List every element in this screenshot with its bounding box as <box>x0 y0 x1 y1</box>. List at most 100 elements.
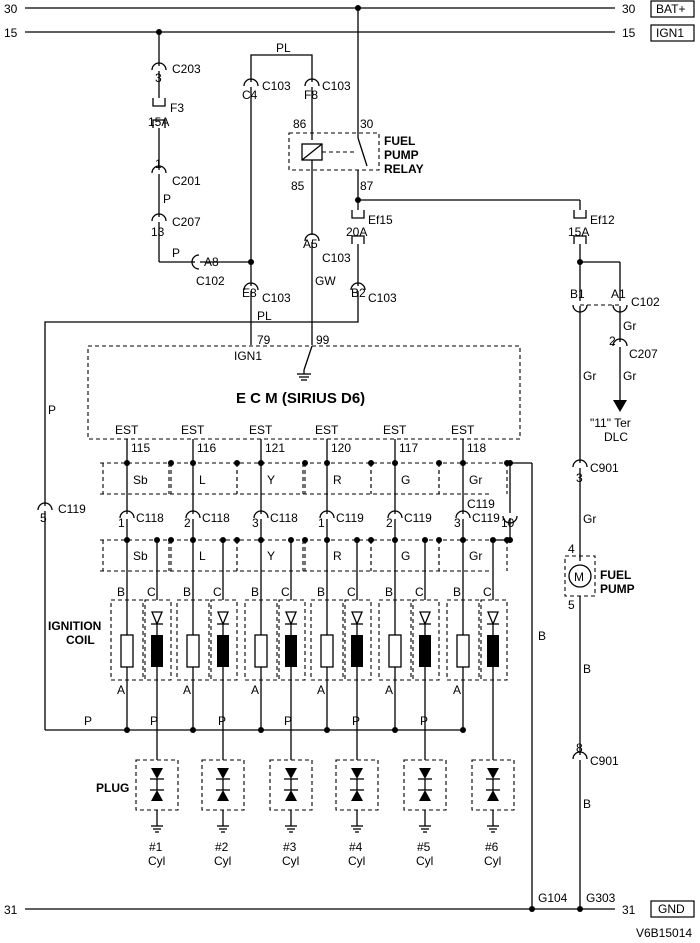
ignition-label-1: IGNITION <box>48 619 101 633</box>
wire-p-label-1: P <box>163 192 171 206</box>
wire-color-a-4: R <box>333 473 342 487</box>
wire-p-coil-6: P <box>420 714 428 728</box>
c102-b1: B1 <box>570 287 585 301</box>
bat-rail-num-right: 30 <box>622 2 636 16</box>
c207-label: C207 <box>172 215 201 229</box>
a5-conn: C103 <box>322 251 351 265</box>
relay-label-2: PUMP <box>384 148 419 162</box>
pump-pin4: 4 <box>568 542 575 556</box>
dlc-label-2: DLC <box>604 430 628 444</box>
g303-label: G303 <box>586 891 616 905</box>
c207-pin: 13 <box>151 225 165 239</box>
dlc-label-1: "11" Ter <box>590 416 631 430</box>
est-label-1: EST <box>115 423 139 437</box>
relay-label-1: FUEL <box>384 134 415 148</box>
f8-conn: C103 <box>322 79 351 93</box>
ign-rail: 15 15 IGN1 <box>4 24 695 42</box>
section-labels: IGNITION COIL PLUG <box>48 619 129 795</box>
conn-pin-1: 1 <box>118 516 125 530</box>
ecm-pin99: 99 <box>316 333 330 347</box>
coil-pin-b-1: B <box>117 585 125 599</box>
ign-rail-num-right: 15 <box>622 26 636 40</box>
conn-pin-5: 2 <box>386 516 393 530</box>
c119-right-label: C119 <box>467 497 495 511</box>
fuse-f3-amp: 15A <box>148 115 169 129</box>
wire-b-ground: B <box>538 629 546 643</box>
wire-gw-label: GW <box>315 274 336 288</box>
ign-feed-chain: 3 C203 F3 15A 1 C201 P C207 13 P A8 C102 <box>148 32 254 288</box>
e8-conn: C103 <box>262 291 291 305</box>
wire-color-a-5: G <box>401 473 410 487</box>
coil-pin-a-1: A <box>117 683 125 697</box>
cyl-word-1: Cyl <box>148 854 165 868</box>
wire-p-coil-3: P <box>218 714 226 728</box>
fuse-f3-label: F3 <box>170 101 184 115</box>
cyl-number-4: #4 <box>349 840 363 854</box>
bat-rail: 30 30 BAT+ <box>4 0 695 18</box>
wire-b-pump-2: B <box>583 797 591 811</box>
fuel-pump-relay: 86 85 30 87 FUEL PUMP RELAY <box>288 8 424 235</box>
c203-label: C203 <box>172 62 201 76</box>
wire-color-b-5: G <box>401 549 410 563</box>
gnd-rail-label: GND <box>658 902 685 916</box>
ecm-pin79: 79 <box>257 333 271 347</box>
pl-loop: PL C4 C103 F8 C103 <box>242 41 351 286</box>
est-label-2: EST <box>181 423 205 437</box>
fuel-pump-branch: Gr 3 C901 Gr M 4 5 FUEL PUMP B 8 C901 B <box>564 306 635 909</box>
wire-p-label-left: P <box>48 403 56 417</box>
relay-pin85: 85 <box>291 179 305 193</box>
ecm-title: E C M (SIRIUS D6) <box>236 390 365 407</box>
wire-p-coil-1: P <box>84 714 92 728</box>
relay-output: Ef15 20A B2 C103 Ef12 15A <box>44 199 621 506</box>
est-label-6: EST <box>451 423 475 437</box>
c901-bot-pin: 8 <box>576 741 583 755</box>
wire-color-a-1: Sb <box>133 473 148 487</box>
cyl-number-2: #2 <box>215 840 229 854</box>
c901-bot-label: C901 <box>590 754 619 768</box>
bat-rail-num-left: 30 <box>4 2 18 16</box>
ecm-module: IGN1 E C M (SIRIUS D6) <box>87 345 521 440</box>
coil-pin-a-3: A <box>251 683 259 697</box>
cyl-word-3: Cyl <box>282 854 299 868</box>
ecm-inputs: A5 C103 GW E8 C103 PL 79 99 <box>242 233 351 347</box>
est-pin-3: 121 <box>265 441 285 455</box>
wire-color-b-1: Sb <box>133 549 148 563</box>
ecm-ign1-label: IGN1 <box>234 349 262 363</box>
wire-color-a-3: Y <box>267 473 275 487</box>
bat-rail-label: BAT+ <box>656 2 685 16</box>
c4-pin: C4 <box>242 88 258 102</box>
coil-pin-c-4: C <box>347 585 356 599</box>
coil-pin-c-3: C <box>281 585 290 599</box>
wire-color-b-6: Gr <box>469 549 482 563</box>
cyl-number-5: #5 <box>417 840 431 854</box>
coil-pin-a-4: A <box>317 683 325 697</box>
figure-id: V6B15014 <box>636 926 692 940</box>
coil-pin-b-5: B <box>385 585 393 599</box>
coil-pin-b-4: B <box>317 585 325 599</box>
c102-right-label: C102 <box>631 295 660 309</box>
coil-pin-b-3: B <box>251 585 259 599</box>
wire-color-a-2: L <box>199 473 206 487</box>
conn-label-3: C118 <box>270 511 298 525</box>
est-pin-5: 117 <box>399 441 418 455</box>
plug-label: PLUG <box>96 781 129 795</box>
est-pin-1: 115 <box>131 441 150 455</box>
wire-gr-pump-1: Gr <box>583 369 596 383</box>
pump-motor-symbol: M <box>574 570 584 584</box>
e8-pin: E8 <box>242 286 257 300</box>
conn-label-1: C118 <box>136 511 164 525</box>
conn-label-6: C119 <box>472 511 500 525</box>
est-pin-4: 120 <box>331 441 351 455</box>
ef15-amp: 20A <box>346 225 367 239</box>
coil-pin-a-5: A <box>385 683 393 697</box>
c102-a1: A1 <box>611 287 626 301</box>
wire-p-label-2: P <box>172 246 180 260</box>
conn-pin-4: 1 <box>318 516 325 530</box>
c207-right-pin: 2 <box>609 334 616 348</box>
coil-pin-a-6: A <box>453 683 461 697</box>
coil-pin-b-2: B <box>183 585 191 599</box>
